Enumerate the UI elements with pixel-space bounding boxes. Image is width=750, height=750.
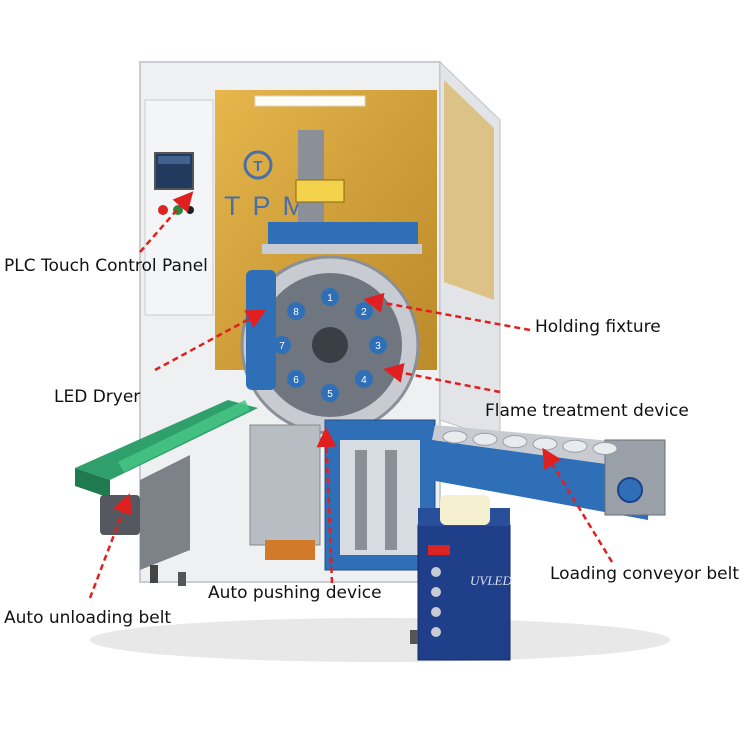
fixture-slot-number: 2 bbox=[361, 307, 367, 318]
tpm-logo: T TPM bbox=[224, 150, 317, 221]
screen-glare bbox=[158, 156, 190, 164]
loading-drive-box bbox=[604, 439, 666, 516]
fixture-slot bbox=[287, 302, 306, 321]
side-amber-panel bbox=[444, 80, 494, 300]
pushing-device-housing bbox=[249, 424, 321, 546]
uvled-bottle bbox=[440, 495, 490, 525]
fixture-slot-number: 5 bbox=[327, 389, 333, 400]
callout-auto-unloading-belt: Auto unloading belt bbox=[4, 608, 172, 628]
uvled-knob bbox=[431, 567, 441, 577]
start-button bbox=[173, 205, 183, 215]
fixture-slot bbox=[354, 369, 373, 388]
reset-button bbox=[186, 206, 194, 214]
print-head-motor bbox=[295, 179, 345, 203]
fixture-slot bbox=[321, 288, 339, 306]
fixture-slot-number: 4 bbox=[361, 375, 367, 386]
loading-cup bbox=[532, 437, 558, 451]
loading-cup bbox=[472, 432, 498, 446]
print-carriage bbox=[268, 222, 418, 244]
squeegee-rail bbox=[262, 244, 422, 254]
stop-button bbox=[158, 205, 168, 215]
logo-circle bbox=[243, 150, 273, 180]
pushing-device-base bbox=[265, 540, 315, 560]
callout-holding-fixture: Holding fixture bbox=[535, 317, 661, 337]
pushing-cylinder-2 bbox=[385, 450, 397, 550]
floor-shadow bbox=[90, 618, 670, 662]
lower-frame-window bbox=[340, 440, 420, 555]
uvled-knob bbox=[431, 627, 441, 637]
leg-right bbox=[410, 630, 418, 644]
uvled-display bbox=[428, 545, 450, 555]
uvled-knob bbox=[431, 607, 441, 617]
fixture-slot bbox=[369, 336, 387, 354]
loading-cup bbox=[442, 430, 468, 444]
callout-plc-touch-control-panel: PLC Touch Control Panel bbox=[4, 256, 208, 276]
fixture-slot bbox=[321, 384, 339, 402]
leg-left bbox=[178, 572, 186, 586]
fixture-slot-number: 8 bbox=[293, 307, 299, 318]
wheel-hub bbox=[312, 327, 348, 363]
loading-cup bbox=[562, 439, 588, 453]
callout-flame-treatment-device: Flame treatment device bbox=[485, 401, 689, 421]
callout-led-dryer: LED Dryer bbox=[54, 387, 141, 407]
fixture-slot-number: 7 bbox=[279, 341, 285, 352]
unloading-stand bbox=[140, 455, 190, 570]
logo-glyph: T bbox=[253, 158, 262, 175]
logo-text: TPM bbox=[224, 191, 317, 221]
unloading-guide bbox=[118, 400, 250, 472]
callout-auto-pushing-device: Auto pushing device bbox=[208, 583, 382, 603]
uvled-label: UVLED bbox=[470, 573, 513, 588]
fixture-slot-number: 3 bbox=[375, 341, 381, 352]
callout-loading-conveyor-belt: Loading conveyor belt bbox=[550, 564, 740, 584]
fixture-slot-number: 1 bbox=[327, 293, 333, 304]
fixture-slot-number: 6 bbox=[293, 375, 299, 386]
pushing-cylinder bbox=[355, 450, 367, 550]
light-tube bbox=[254, 95, 366, 107]
fixture-slot bbox=[287, 369, 306, 388]
led-dryer-unit bbox=[246, 270, 276, 390]
loading-cup bbox=[502, 435, 528, 449]
fixture-slot bbox=[273, 336, 291, 354]
uvled-control-box: UVLED bbox=[417, 495, 513, 661]
uvled-knob bbox=[431, 587, 441, 597]
unloading-motor bbox=[100, 495, 140, 535]
loading-drive-gear bbox=[617, 477, 643, 503]
unloading-leg bbox=[150, 565, 158, 583]
unloading-belt-side bbox=[75, 468, 110, 498]
loading-cup bbox=[592, 442, 618, 455]
